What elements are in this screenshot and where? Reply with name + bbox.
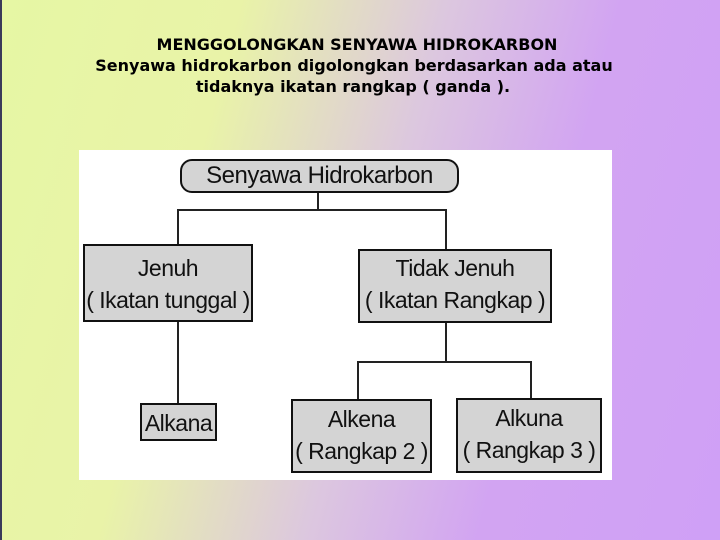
hydrocarbon-classification-diagram: Senyawa Hidrokarbon Jenuh ( Ikatan tungg…: [79, 150, 612, 480]
node-senyawa-hidrokarbon: Senyawa Hidrokarbon: [180, 159, 459, 193]
node-alkana-label: Alkana: [144, 410, 213, 436]
connector-level2-horizontal: [357, 361, 532, 363]
connector-to-alkena: [357, 361, 359, 399]
node-tidak-jenuh: Tidak Jenuh ( Ikatan Rangkap ): [358, 249, 552, 323]
node-jenuh-desc: ( Ikatan tunggal ): [86, 287, 250, 313]
node-tidak-jenuh-label: Tidak Jenuh: [395, 255, 515, 281]
node-alkena-desc: ( Rangkap 2 ): [295, 438, 428, 464]
slide-title: MENGGOLONGKAN SENYAWA HIDROKARBON: [156, 35, 558, 54]
node-root-label: Senyawa Hidrokarbon: [206, 162, 433, 189]
slide-subtitle-line-2: tidaknya ikatan rangkap ( ganda ).: [195, 77, 511, 96]
node-alkuna-desc: ( Rangkap 3 ): [462, 437, 596, 463]
connector-root-down: [317, 193, 319, 210]
node-alkuna-label: Alkuna: [495, 405, 563, 431]
node-alkena-label: Alkena: [327, 406, 396, 432]
slide-heading: MENGGOLONGKAN SENYAWA HIDROKARBON Senyaw…: [0, 34, 720, 97]
node-alkuna: Alkuna ( Rangkap 3 ): [456, 398, 602, 473]
node-alkana: Alkana: [140, 403, 217, 441]
connector-tidak-jenuh-down: [445, 323, 447, 362]
connector-to-alkuna: [530, 361, 532, 398]
slide-subtitle-line-1: Senyawa hidrokarbon digolongkan berdasar…: [95, 56, 613, 75]
connector-to-jenuh: [177, 209, 179, 244]
connector-jenuh-to-alkana: [177, 322, 179, 403]
node-jenuh: Jenuh ( Ikatan tunggal ): [83, 244, 253, 322]
node-jenuh-label: Jenuh: [137, 255, 199, 281]
connector-to-tidak-jenuh: [445, 209, 447, 249]
slide-left-border: [0, 0, 2, 540]
node-tidak-jenuh-desc: ( Ikatan Rangkap ): [364, 287, 546, 313]
node-alkena: Alkena ( Rangkap 2 ): [291, 399, 432, 473]
connector-level1-horizontal: [177, 209, 447, 211]
